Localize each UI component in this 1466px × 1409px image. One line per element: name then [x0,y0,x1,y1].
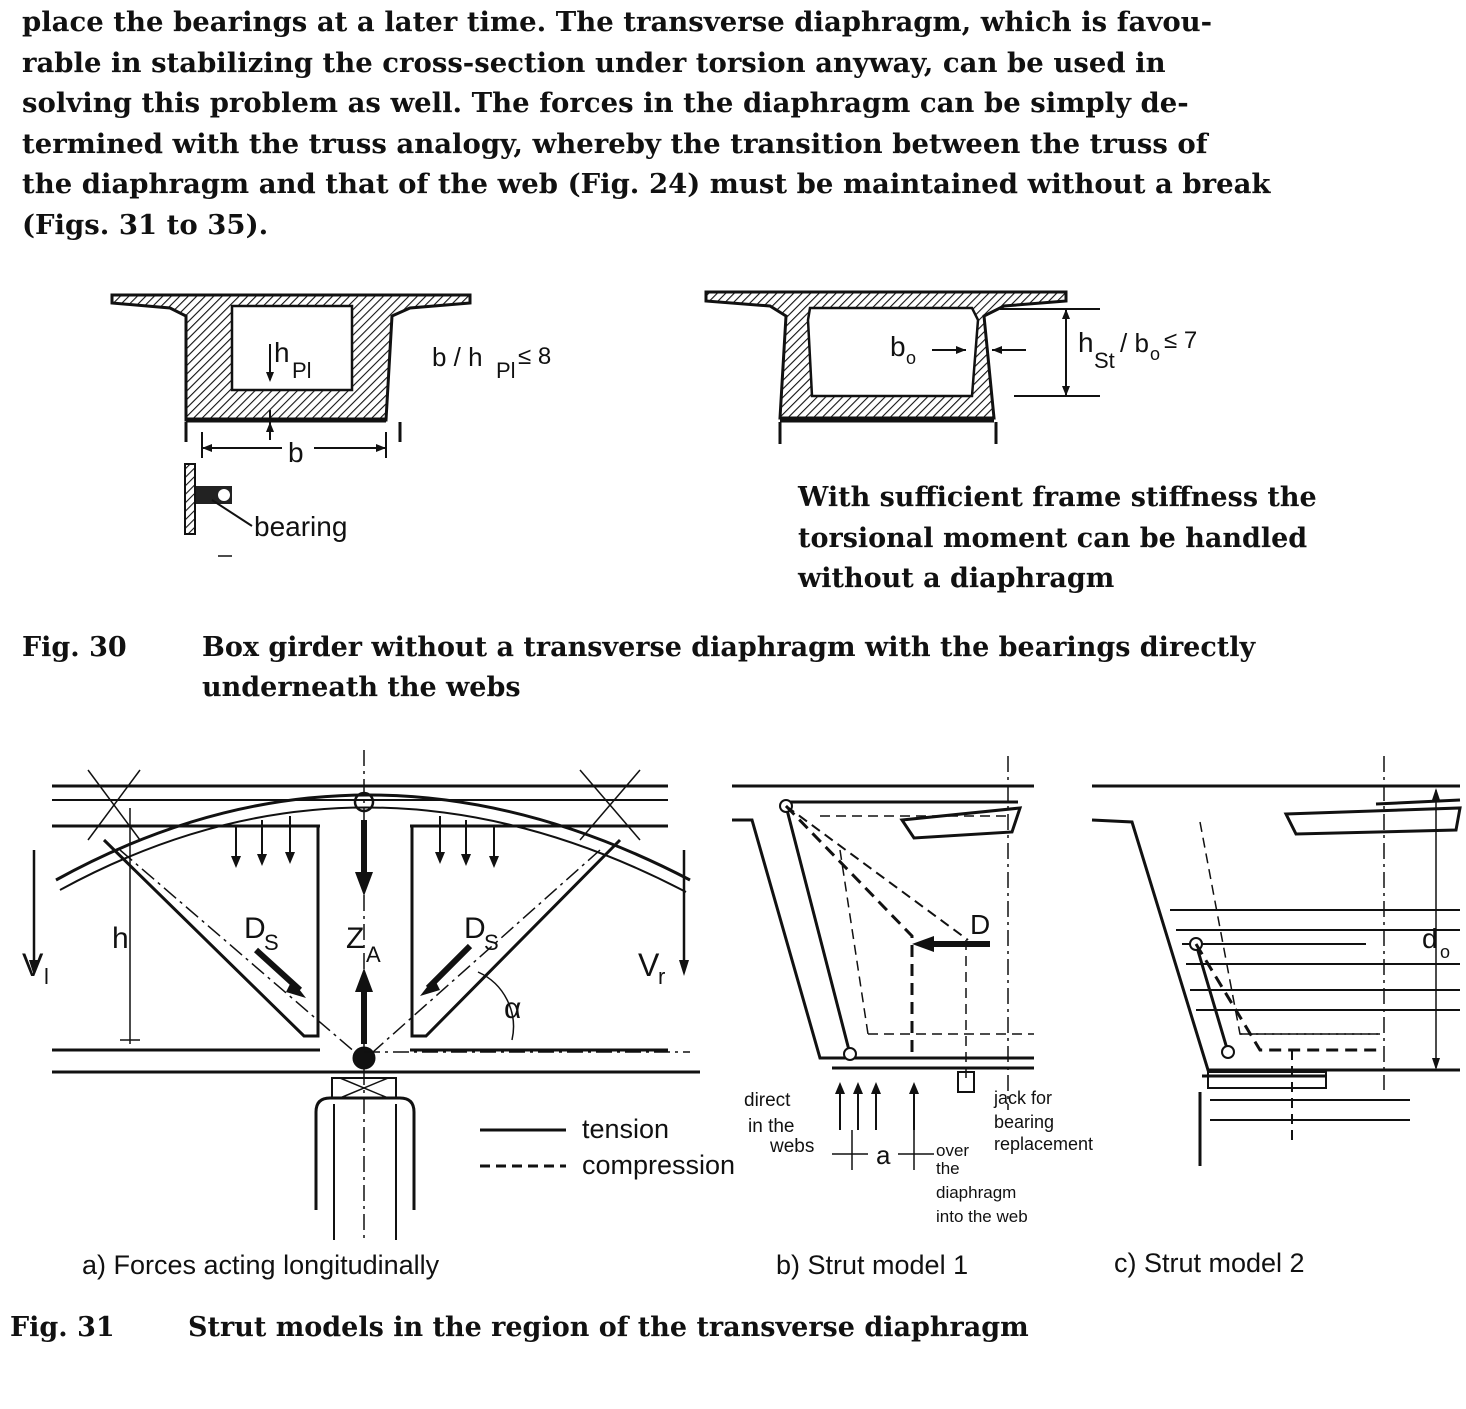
fig30-caption-line: underneath the webs [202,672,521,703]
fig30-hst-subscript: St [1094,348,1115,373]
note-line: With sufficient frame stiffness the [798,482,1317,513]
fig30-note: With sufficient frame stiffness the tors… [798,478,1317,600]
panel-b-a-label: a [876,1140,891,1170]
panel-b-drawing [732,756,1034,1170]
fig30-hst-label: h [1078,327,1094,358]
fig30-caption-line: Box girder without a transverse diaphrag… [202,632,1256,663]
panel-c-label: c) Strut model 2 [1114,1248,1305,1278]
fig30-hst-ratio-relation: ≤ 7 [1164,327,1197,354]
panel-b-direct-line: in the [748,1116,794,1137]
fig30-h-label: h [274,337,290,368]
body-line: place the bearings at a later time. The … [22,6,1213,38]
body-line: rable in stabilizing the cross-section u… [22,46,1166,79]
panel-a-drawing [29,750,700,1240]
body-paragraph: place the bearings at a later time. The … [22,2,1452,246]
panel-a-vr-label: V [638,947,660,983]
fig30-b-label: b [288,437,304,468]
fig30-h-subscript: Pl [292,358,312,383]
fig30-ratio-label: b / h [432,342,483,372]
panel-b-jack-line: replacement [994,1134,1093,1154]
fig31-caption-number: Fig. 31 [10,1312,115,1343]
fig30-caption-number: Fig. 30 [22,632,127,663]
panel-a-za-subscript: A [366,942,381,967]
panel-a-ds-left-subscript: S [264,930,279,955]
panel-b-direct-line: direct [744,1090,791,1111]
body-line: solving this problem as well. The forces… [22,87,1189,120]
panel-b-jack-line: bearing [994,1112,1054,1132]
fig31-caption-text: Strut models in the region of the transv… [188,1312,1029,1343]
panel-a-za-label: Z [346,922,364,955]
panel-a-vl-subscript: l [44,964,49,989]
panel-a-alpha-label: α [504,992,521,1025]
note-line: torsional moment can be handled [798,522,1308,554]
panel-b-over-line: the [936,1159,960,1178]
note-line: without a diaphragm [798,563,1115,594]
panel-c-drawing [1091,756,1462,1166]
body-line: the diaphragm and that of the web (Fig. … [22,168,1271,201]
fig30-b0-label: b [890,331,906,362]
panel-a-h-label: h [112,922,129,955]
panel-c-d-label: d [1422,923,1438,954]
body-line: termined with the truss analogy, whereby… [22,127,1208,160]
panel-a-ds-right-subscript: S [484,930,499,955]
box-girder-section-right [704,290,1100,444]
body-line: (Figs. 31 to 35). [22,208,269,241]
fig30-hst-ratio-rest: / b [1120,328,1149,358]
panel-a-vl-label: V [22,947,44,983]
fig30-b0-subscript: o [906,348,916,368]
panel-b-over-line: into the web [936,1207,1028,1226]
fig30-hst-ratio-subscript: o [1150,344,1160,364]
box-girder-section-left [110,293,472,557]
fig30-ratio-subscript: Pl [496,358,516,383]
panel-a-ds-left-label: D [244,912,266,945]
fig30-ratio-relation: ≤ 8 [518,343,551,370]
legend-tension-label: tension [582,1114,669,1144]
panel-b-label: b) Strut model 1 [776,1250,968,1280]
panel-a-ds-right-label: D [464,912,486,945]
legend-compression-label: compression [582,1150,735,1180]
panel-b-direct-line: webs [769,1136,814,1157]
panel-b-d-label: D [970,909,990,940]
panel-b-over-line: over [936,1141,969,1160]
panel-b-jack-line: jack for [993,1088,1052,1108]
panel-a-label: a) Forces acting longitudinally [82,1250,440,1280]
fig30-bearing-label: bearing [254,511,347,542]
panel-b-over-line: diaphragm [936,1183,1016,1202]
panel-c-d-subscript: o [1440,942,1450,962]
panel-a-vr-subscript: r [658,964,665,989]
